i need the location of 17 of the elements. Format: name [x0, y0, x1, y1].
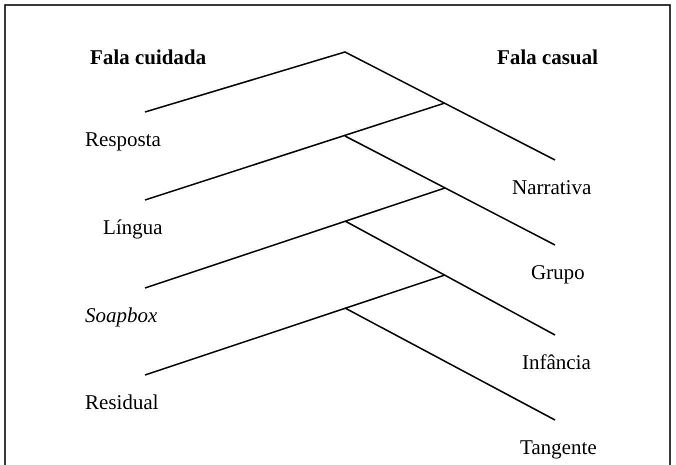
branch-line — [344, 307, 556, 421]
branch-label: Grupo — [531, 245, 585, 285]
branch-line — [144, 187, 446, 289]
branch-label: Resposta — [85, 112, 161, 152]
branch-label: Residual — [85, 375, 158, 415]
branch-line — [344, 135, 556, 246]
branch-label: Infância — [522, 335, 591, 375]
branch-label: Narrativa — [512, 160, 592, 200]
branch-label: Tangente — [520, 420, 597, 460]
branch-line — [144, 274, 446, 376]
branch-line — [144, 102, 446, 201]
branch-label: Soapbox — [85, 288, 158, 328]
column-heading: Fala cuidada — [90, 44, 206, 70]
branch-line — [144, 51, 556, 161]
column-heading: Fala casual — [497, 44, 598, 70]
branch-line — [344, 220, 556, 336]
branch-label: Língua — [103, 200, 162, 240]
